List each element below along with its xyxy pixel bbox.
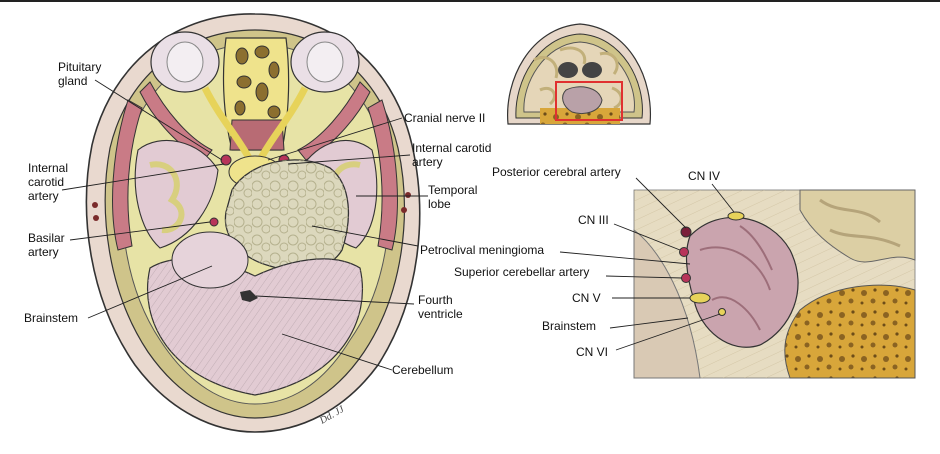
top-border <box>0 0 940 2</box>
label-ica-right-2: artery <box>412 155 443 169</box>
label-pituitary-2: gland <box>58 74 87 88</box>
cn6-nerve <box>718 308 726 316</box>
label-cn3: CN III <box>578 213 609 227</box>
label-fourth-2: ventricle <box>418 307 463 321</box>
label-cn5: CN V <box>572 291 601 305</box>
label-ica-left-1: Internal <box>28 161 68 175</box>
optic-nerve-left <box>201 86 254 162</box>
label-cn6: CN VI <box>576 345 608 359</box>
label-basilar-2: artery <box>28 245 59 259</box>
label-temporal-2: lobe <box>428 197 451 211</box>
label-cn4: CN IV <box>688 169 720 183</box>
detail-meningioma <box>685 216 799 348</box>
label-ica-left-2: carotid <box>28 175 64 189</box>
optic-nerve-right <box>256 86 309 162</box>
sca-vessel <box>681 273 691 283</box>
label-temporal-1: Temporal <box>428 183 477 197</box>
label-pca: Posterior cerebral artery <box>492 165 621 179</box>
gyri-left <box>149 161 185 234</box>
axial-section: Dd. JJ <box>85 13 421 433</box>
label-ica-right-1: Internal carotid <box>412 141 491 155</box>
label-detail-brainstem: Brainstem <box>542 319 596 333</box>
fourth-ventricle <box>240 290 258 302</box>
temporalis-left <box>112 99 143 251</box>
coronal-thumbnail <box>507 23 652 125</box>
label-brainstem: Brainstem <box>24 311 78 325</box>
cn3-nerve <box>679 247 689 257</box>
inset-box <box>555 81 623 121</box>
cn4-nerve <box>727 211 745 221</box>
label-ica-left-3: artery <box>28 189 59 203</box>
label-cerebellum: Cerebellum <box>392 363 453 377</box>
axial-labels: Pituitary gland Cranial nerve II Interna… <box>24 60 544 377</box>
detail-section <box>633 189 916 379</box>
lens-right <box>306 41 344 83</box>
label-basilar-1: Basilar <box>28 231 65 245</box>
ica-left-dot <box>220 154 232 166</box>
lens-left <box>166 41 204 83</box>
pca-vessel <box>680 226 692 238</box>
label-fourth-1: Fourth <box>418 293 453 307</box>
leader-lines <box>61 79 735 371</box>
label-sca: Superior cerebellar artery <box>454 265 589 279</box>
label-petroclival: Petroclival meningioma <box>420 243 544 257</box>
detail-labels: Posterior cerebral artery CN IV CN III S… <box>454 165 720 359</box>
brainstem <box>171 231 249 289</box>
temporalis-right <box>367 99 398 251</box>
label-pituitary-1: Pituitary <box>58 60 101 74</box>
basilar-artery-dot <box>209 217 219 227</box>
cn5-nerve <box>689 292 711 304</box>
label-cranial-nerve-ii: Cranial nerve II <box>404 111 485 125</box>
